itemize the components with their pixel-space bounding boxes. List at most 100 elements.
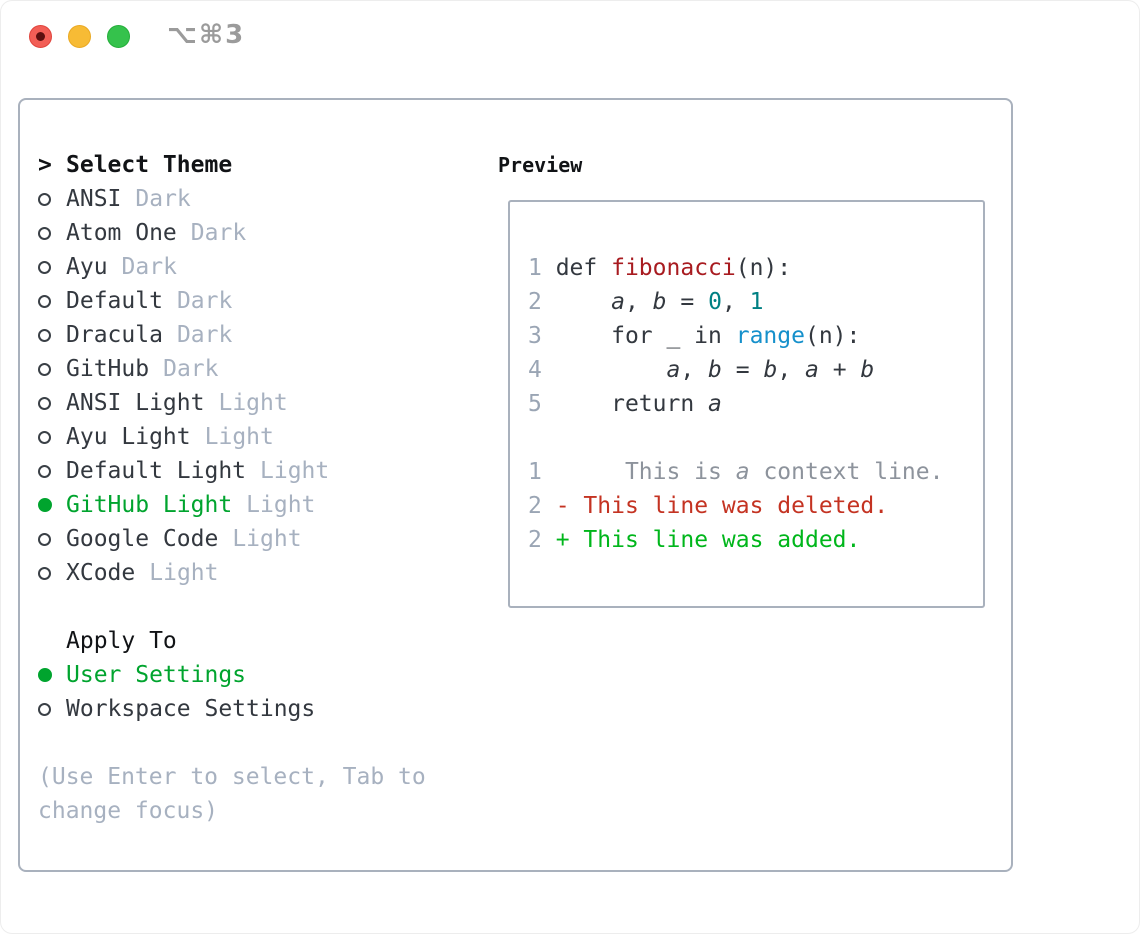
radio-icon [38, 192, 51, 206]
theme-name: ANSI [66, 186, 122, 212]
code-token [542, 289, 611, 315]
help-line: change focus) [38, 798, 219, 824]
code-token: b [652, 289, 667, 315]
line-number: 3 [528, 323, 542, 349]
theme-variant-tag: Dark [176, 288, 233, 314]
code-line: 3 for _ in range(n): [528, 319, 983, 353]
code-token: + [818, 357, 861, 383]
radio-icon [38, 294, 51, 308]
zoom-button[interactable] [107, 25, 130, 48]
line-number: 2 [528, 289, 542, 315]
select-theme-title: Select Theme [66, 152, 233, 178]
titlebar: ⌥⌘3 [0, 0, 1140, 98]
theme-option-ansi[interactable]: ANSI Dark [38, 182, 426, 216]
theme-variant-tag: Dark [163, 356, 219, 382]
code-token: b [708, 357, 722, 383]
radio-icon [38, 226, 51, 240]
theme-option-github[interactable]: GitHub Dark [38, 352, 426, 386]
theme-variant-tag: Light [218, 390, 288, 416]
theme-variant-tag: Dark [190, 220, 247, 246]
radio-icon [38, 260, 51, 274]
code-token: fibonacci [611, 255, 736, 281]
code-line: 5 return a [528, 387, 983, 421]
code-token: , [624, 289, 653, 315]
apply-option-label: User Settings [66, 662, 247, 688]
line-number: 2 [528, 527, 542, 553]
code-token: for _ in [541, 323, 736, 349]
radio-icon [38, 702, 51, 716]
select-theme-header: > Select Theme [38, 148, 426, 182]
code-token: a [666, 357, 681, 383]
theme-variant-tag: Light [204, 424, 274, 450]
code-token: context line. [749, 459, 944, 485]
code-token: b [860, 357, 875, 383]
code-line: 1 def fibonacci(n): [528, 251, 983, 285]
radio-icon [38, 430, 51, 444]
help-text: (Use Enter to select, Tab to change focu… [38, 760, 426, 828]
theme-name: Default Light [66, 458, 247, 484]
theme-variant-tag: Dark [176, 322, 233, 348]
line-number: 4 [528, 357, 542, 383]
code-token: a [805, 357, 819, 383]
theme-option-dracula[interactable]: Dracula Dark [38, 318, 426, 352]
code-token [542, 493, 556, 519]
code-token: , [721, 289, 750, 315]
minimize-button[interactable] [68, 25, 91, 48]
radio-selected-icon [38, 498, 52, 512]
apply-to-header: Apply To [38, 624, 426, 658]
code-token: b [763, 357, 778, 383]
theme-name: GitHub Light [66, 492, 233, 518]
code-token: return [541, 391, 709, 417]
code-token: 0 [708, 289, 722, 315]
help-line: (Use Enter to select, Tab to [38, 764, 426, 790]
code-token: , [680, 357, 709, 383]
theme-variant-tag: Dark [135, 186, 191, 212]
code-line [528, 421, 983, 455]
line-number: 1 [528, 459, 542, 485]
theme-variant-tag: Dark [121, 254, 177, 280]
code-token [542, 357, 667, 383]
theme-name: GitHub [66, 356, 150, 382]
code-line: 2 + This line was added. [528, 523, 983, 557]
theme-name: Dracula [66, 322, 163, 348]
code-token [542, 527, 556, 553]
theme-variant-tag: Light [232, 526, 302, 552]
code-token: = [666, 289, 709, 315]
code-line: 4 a, b = b, a + b [528, 353, 983, 387]
code-line: 2 - This line was deleted. [528, 489, 983, 523]
prompt-icon: > [38, 152, 52, 178]
theme-name: Ayu [66, 254, 108, 280]
theme-option-default[interactable]: Default Dark [38, 284, 426, 318]
code-token: - This line was deleted. [555, 493, 889, 519]
code-line: 1 This is a context line. [528, 455, 983, 489]
apply-option-user-settings[interactable]: User Settings [38, 658, 426, 692]
radio-icon [38, 464, 51, 478]
close-button[interactable] [29, 25, 52, 48]
code-token: a [611, 289, 625, 315]
theme-name: Default [66, 288, 163, 314]
apply-option-workspace-settings[interactable]: Workspace Settings [38, 692, 426, 726]
code-line: 2 a, b = 0, 1 [528, 285, 983, 319]
code-token: , [777, 357, 806, 383]
theme-variant-tag: Light [149, 560, 219, 586]
window-shortcut-label: ⌥⌘3 [167, 20, 246, 50]
code-token: = [721, 357, 764, 383]
apply-to-title: Apply To [66, 628, 177, 654]
line-number: 5 [528, 391, 542, 417]
code-token: def [541, 255, 612, 281]
theme-option-ayu[interactable]: Ayu Dark [38, 250, 426, 284]
